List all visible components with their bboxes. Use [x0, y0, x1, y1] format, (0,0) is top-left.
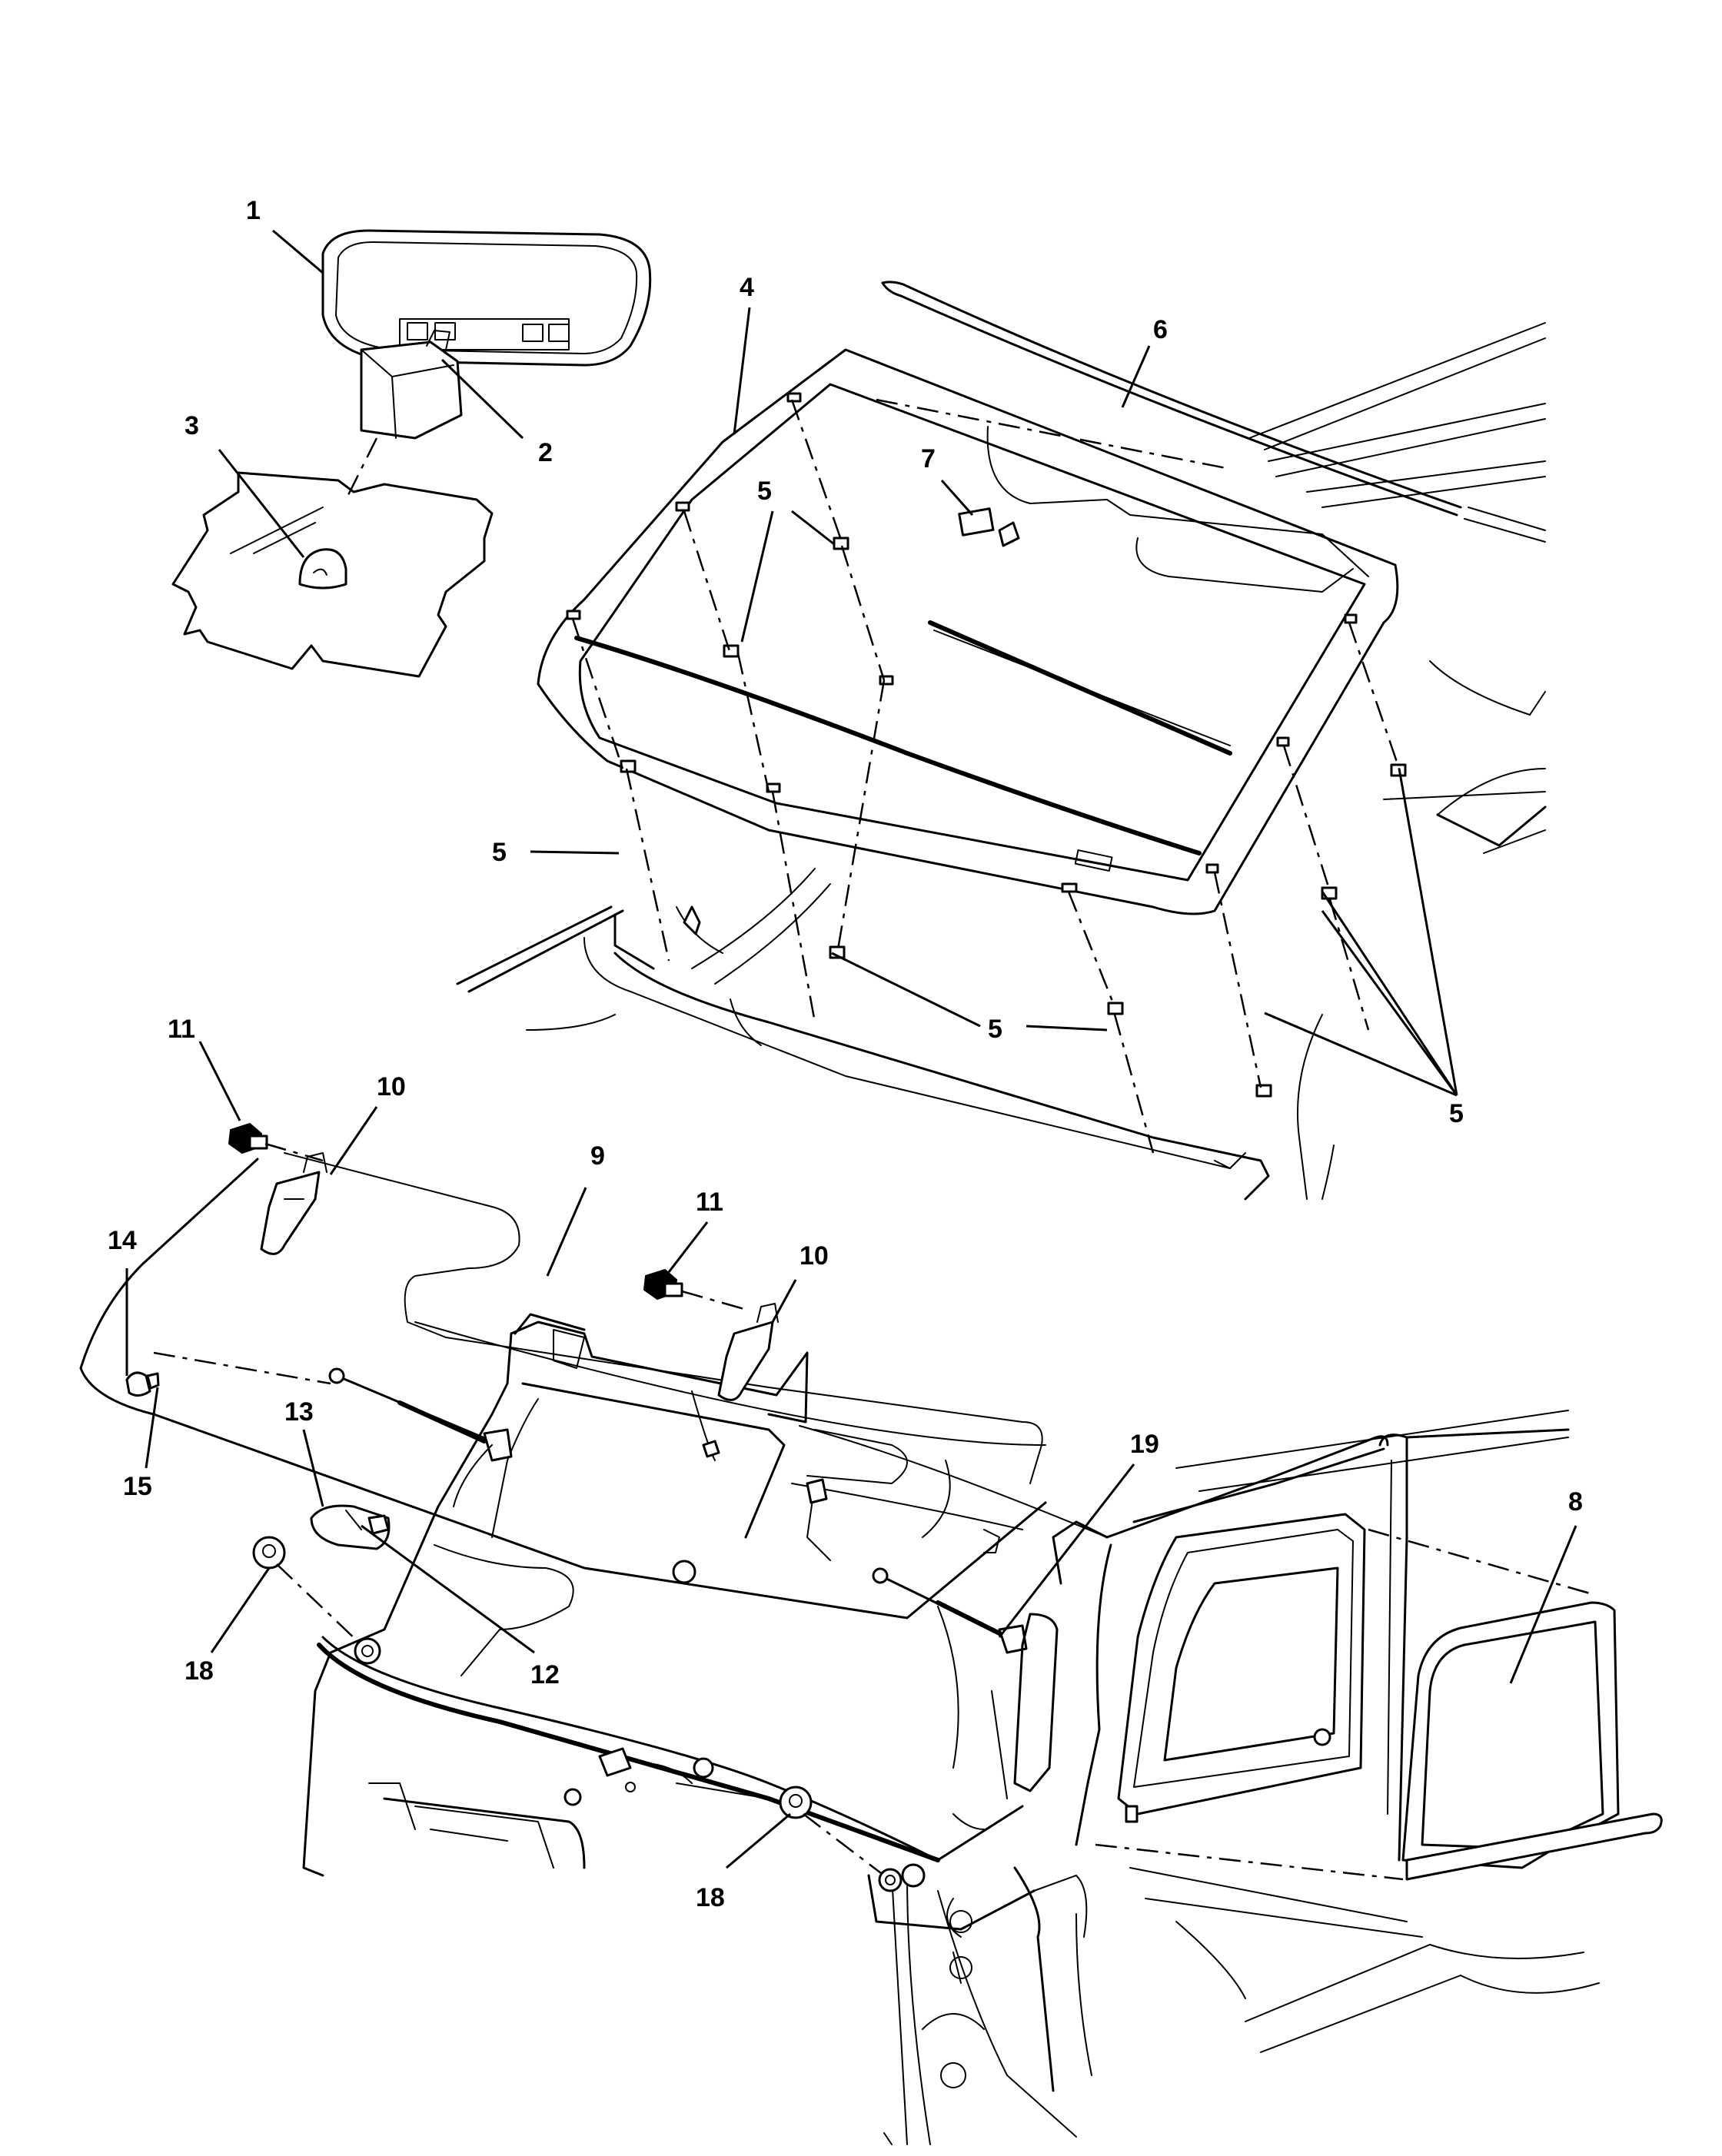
windshield-clips: [566, 392, 1407, 1098]
quarter-glass: [1095, 1528, 1663, 2053]
callout-5-a: 5: [757, 477, 772, 506]
liftgate-glass: [79, 1152, 1047, 1676]
roof-molding: [876, 281, 1462, 517]
callout-2: 2: [538, 438, 553, 467]
callout-18-a: 18: [184, 1656, 214, 1686]
callout-12: 12: [530, 1660, 560, 1689]
glass-hinge: [310, 1504, 391, 1550]
callout-labels: 1 2 3 4 6 7 5 5 5 5 11 10 9 11 10 14 15 …: [108, 196, 1583, 1912]
windshield-glass-fragment: [171, 471, 494, 678]
callout-18-b: 18: [696, 1883, 725, 1912]
callout-8: 8: [1568, 1487, 1583, 1517]
callout-11-b: 11: [696, 1188, 723, 1217]
callout-14: 14: [108, 1226, 137, 1255]
callout-15: 15: [123, 1472, 152, 1501]
quarter-body-side: [1075, 1410, 1570, 1862]
callout-10-a: 10: [377, 1072, 406, 1101]
callout-13: 13: [284, 1397, 314, 1427]
callout-3: 3: [184, 411, 199, 440]
liftgate-body: [302, 1321, 1109, 2145]
mirror-mount-bracket: [360, 330, 463, 440]
callout-1: 1: [246, 196, 261, 225]
callout-7: 7: [921, 444, 936, 473]
leader-lines: [125, 229, 1577, 1869]
glass-bumper: [125, 1351, 331, 1397]
windshield: [537, 348, 1407, 1154]
wiper-arm-right: [717, 1303, 779, 1401]
vehicle-front-body: [456, 322, 1547, 1201]
bumper-stop-left: [252, 1536, 381, 1665]
wiper-nut-right: [643, 1268, 750, 1312]
liftgate-strut-right: [872, 1567, 1059, 1792]
wiper-arm-left: [260, 1152, 327, 1255]
bumper-stop-right: [779, 1786, 903, 1892]
wiper-nut-left: [228, 1122, 324, 1162]
quarter-window-frame: [1117, 1513, 1366, 1823]
callout-11-a: 11: [168, 1015, 195, 1044]
mirror-button-mount: [298, 548, 347, 590]
callout-19: 19: [1130, 1430, 1159, 1459]
rain-sensor: [958, 507, 1020, 547]
rearview-mirror: [321, 229, 652, 367]
liftgate-strut-left: [328, 1367, 513, 1507]
callout-5-b: 5: [492, 838, 507, 867]
callout-4: 4: [740, 273, 754, 302]
callout-6: 6: [1153, 315, 1168, 344]
callout-5-d: 5: [1449, 1099, 1464, 1128]
callout-9: 9: [590, 1141, 605, 1171]
liftgate-upper-trim: [514, 1313, 1000, 1584]
liftgate-prop-clip: [693, 1757, 926, 1888]
callout-5-c: 5: [988, 1015, 1002, 1044]
callout-10-b: 10: [800, 1241, 829, 1271]
